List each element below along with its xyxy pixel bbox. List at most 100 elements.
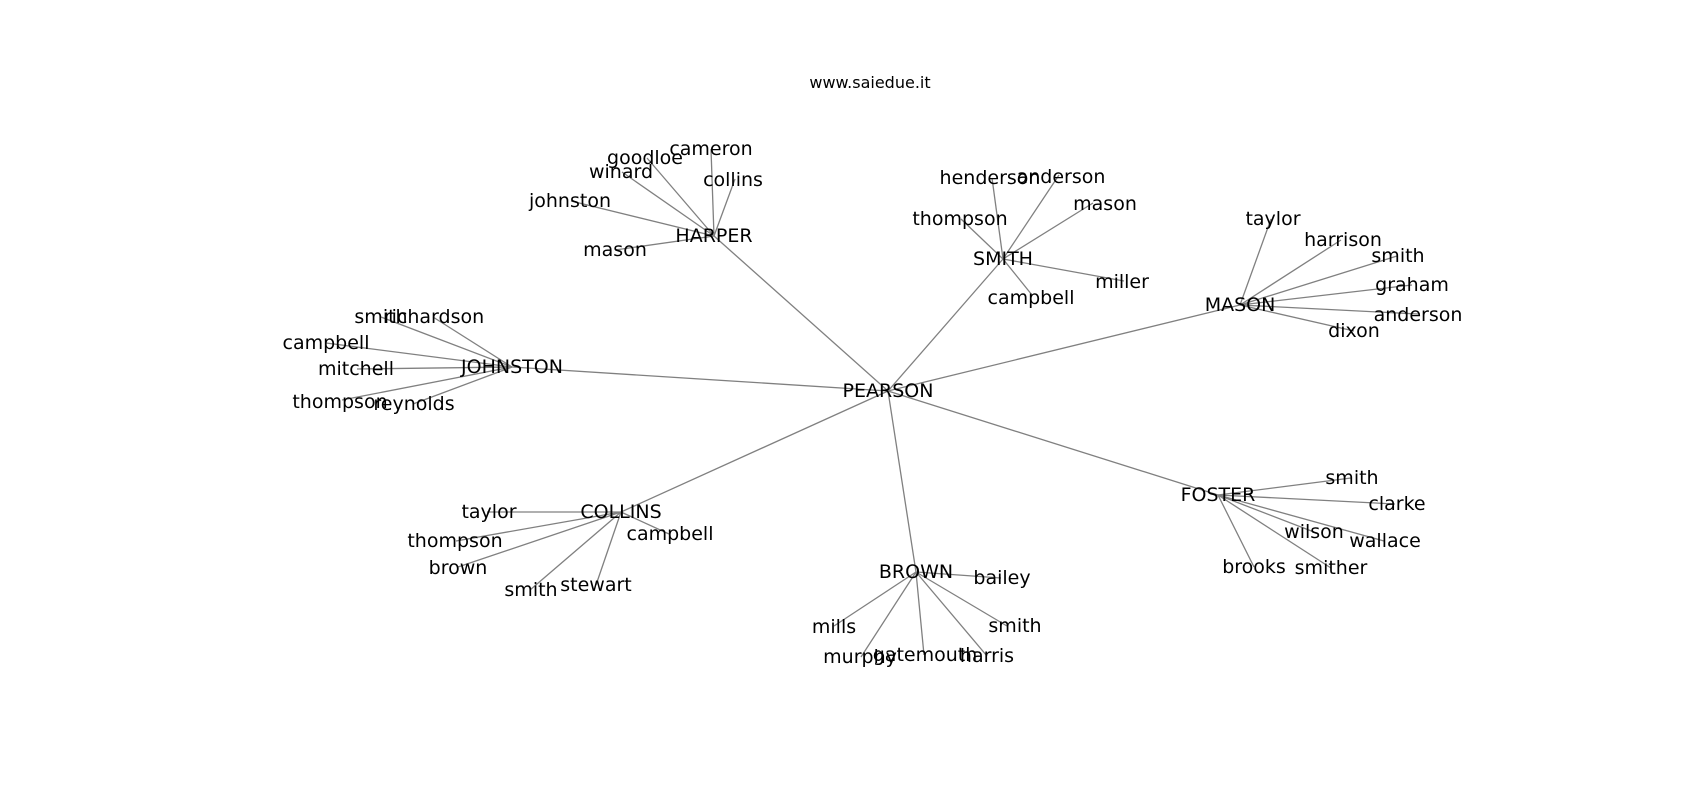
leaf-node-label: brown [429, 557, 488, 579]
leaf-node-label: smith [504, 579, 557, 601]
leaf-node-label: murphy [823, 646, 897, 668]
leaf-node-label: campbell [627, 523, 714, 545]
edge-mason-dixon [1239, 304, 1355, 332]
edge-johnston-campbell [325, 342, 513, 368]
hub-node-label: COLLINS [580, 501, 661, 523]
edge-johnston-richardson [432, 316, 513, 368]
leaf-node-label: thompson [407, 530, 502, 552]
edge-foster-clarke [1217, 494, 1396, 505]
leaf-node-label: mitchell [318, 358, 394, 380]
edge-smith-anderson [1002, 174, 1060, 260]
edge-harper-johnston [570, 200, 715, 237]
leaf-node-label: wilson [1284, 521, 1344, 543]
edge-smith-miller [1002, 258, 1125, 282]
leaf-node-label: mills [812, 616, 856, 638]
leaf-node-label: henderson [940, 167, 1041, 189]
leaf-node-label: richardson [384, 306, 484, 328]
edges-layer [325, 148, 1419, 658]
leaf-node-label: brooks [1222, 556, 1286, 578]
edge-collins-smith [529, 511, 622, 591]
leaf-node-label: mason [583, 239, 647, 261]
leaf-node-label: harris [960, 645, 1014, 667]
leaf-node-label: collins [703, 169, 763, 191]
leaf-node-label: thompson [292, 391, 387, 413]
edge-center-mason [887, 304, 1241, 392]
leaf-node-label: anderson [1017, 166, 1106, 188]
hub-node-label: SMITH [973, 248, 1033, 270]
hub-node-label: FOSTER [1181, 484, 1256, 506]
edge-center-harper [713, 235, 889, 392]
edge-collins-thompson [455, 511, 622, 542]
edge-johnston-smith [380, 316, 513, 368]
leaf-node-label: cameron [669, 138, 752, 160]
edge-brown-mills [833, 571, 917, 627]
leaf-node-label: clarke [1368, 493, 1425, 515]
leaf-node-label: mason [1073, 193, 1137, 215]
hub-node-label: HARPER [675, 225, 752, 247]
edge-johnston-thompson [341, 366, 513, 401]
hub-node-label: JOHNSTON [460, 356, 563, 378]
edge-center-brown [887, 390, 917, 573]
edge-brown-smith [915, 571, 1008, 627]
edge-mason-anderson [1239, 304, 1419, 315]
leaf-node-label: smither [1295, 557, 1368, 579]
leaf-node-label: stewart [560, 574, 631, 596]
edge-mason-smith [1239, 255, 1398, 306]
watermark-title: www.saiedue.it [809, 73, 930, 92]
leaf-node-label: reynolds [373, 393, 454, 415]
edge-foster-wallace [1217, 494, 1385, 542]
edge-mason-harrison [1239, 239, 1342, 306]
edge-collins-campbell [620, 511, 670, 535]
edge-smith-mason [1002, 202, 1094, 260]
leaf-node-label: goodloe [607, 147, 683, 169]
edge-mason-graham [1239, 284, 1413, 306]
leaf-node-label: campbell [283, 332, 370, 354]
hub-node-label: BROWN [879, 561, 953, 583]
edge-smith-thompson [960, 218, 1004, 260]
leaf-node-label: taylor [1245, 208, 1300, 230]
edge-center-johnston [511, 366, 889, 392]
edge-smith-campbell [1002, 258, 1033, 296]
leaf-node-label: dixon [1328, 320, 1380, 342]
leaf-node-label: campbell [988, 287, 1075, 309]
edge-collins-brown [457, 511, 622, 568]
leaf-node-label: winard [589, 161, 653, 183]
edge-center-foster [887, 390, 1219, 496]
edge-center-collins [620, 390, 889, 513]
leaf-node-label: miller [1095, 271, 1149, 293]
edge-brown-harris [915, 571, 988, 657]
leaf-node-label: smith [988, 615, 1041, 637]
leaf-node-label: smith [1325, 467, 1378, 489]
edge-foster-wilson [1217, 494, 1315, 533]
edge-foster-smither [1217, 494, 1332, 569]
leaf-node-label: thompson [912, 208, 1007, 230]
edge-brown-bailey [915, 571, 1002, 579]
edge-harper-cameron [710, 148, 715, 237]
edge-harper-mason [614, 235, 715, 251]
center-node-label: PEARSON [843, 380, 934, 402]
edge-harper-collins [713, 178, 736, 237]
edge-foster-smith [1217, 477, 1352, 496]
leaf-node-label: smith [1371, 245, 1424, 267]
leaf-node-label: taylor [461, 501, 516, 523]
edge-harper-winard [621, 171, 715, 237]
edge-foster-brooks [1217, 494, 1255, 568]
edge-brown-gatemouth [915, 571, 925, 656]
leaf-node-label: johnston [528, 190, 611, 212]
leaf-node-label: anderson [1374, 304, 1463, 326]
edge-center-smith [887, 258, 1004, 392]
hub-node-label: MASON [1205, 294, 1276, 316]
edge-mason-taylor [1239, 218, 1272, 306]
edge-smith-henderson [991, 177, 1004, 260]
leaf-node-label: bailey [973, 567, 1030, 589]
edge-johnston-mitchell [356, 366, 513, 370]
leaf-node-label: smith [354, 306, 407, 328]
edge-harper-goodloe [646, 157, 715, 237]
leaf-node-label: gatemouth [873, 644, 978, 666]
edge-johnston-reynolds [412, 366, 513, 405]
edge-brown-murphy [860, 571, 917, 658]
leaf-node-label: graham [1375, 274, 1449, 296]
edge-collins-stewart [595, 511, 622, 586]
